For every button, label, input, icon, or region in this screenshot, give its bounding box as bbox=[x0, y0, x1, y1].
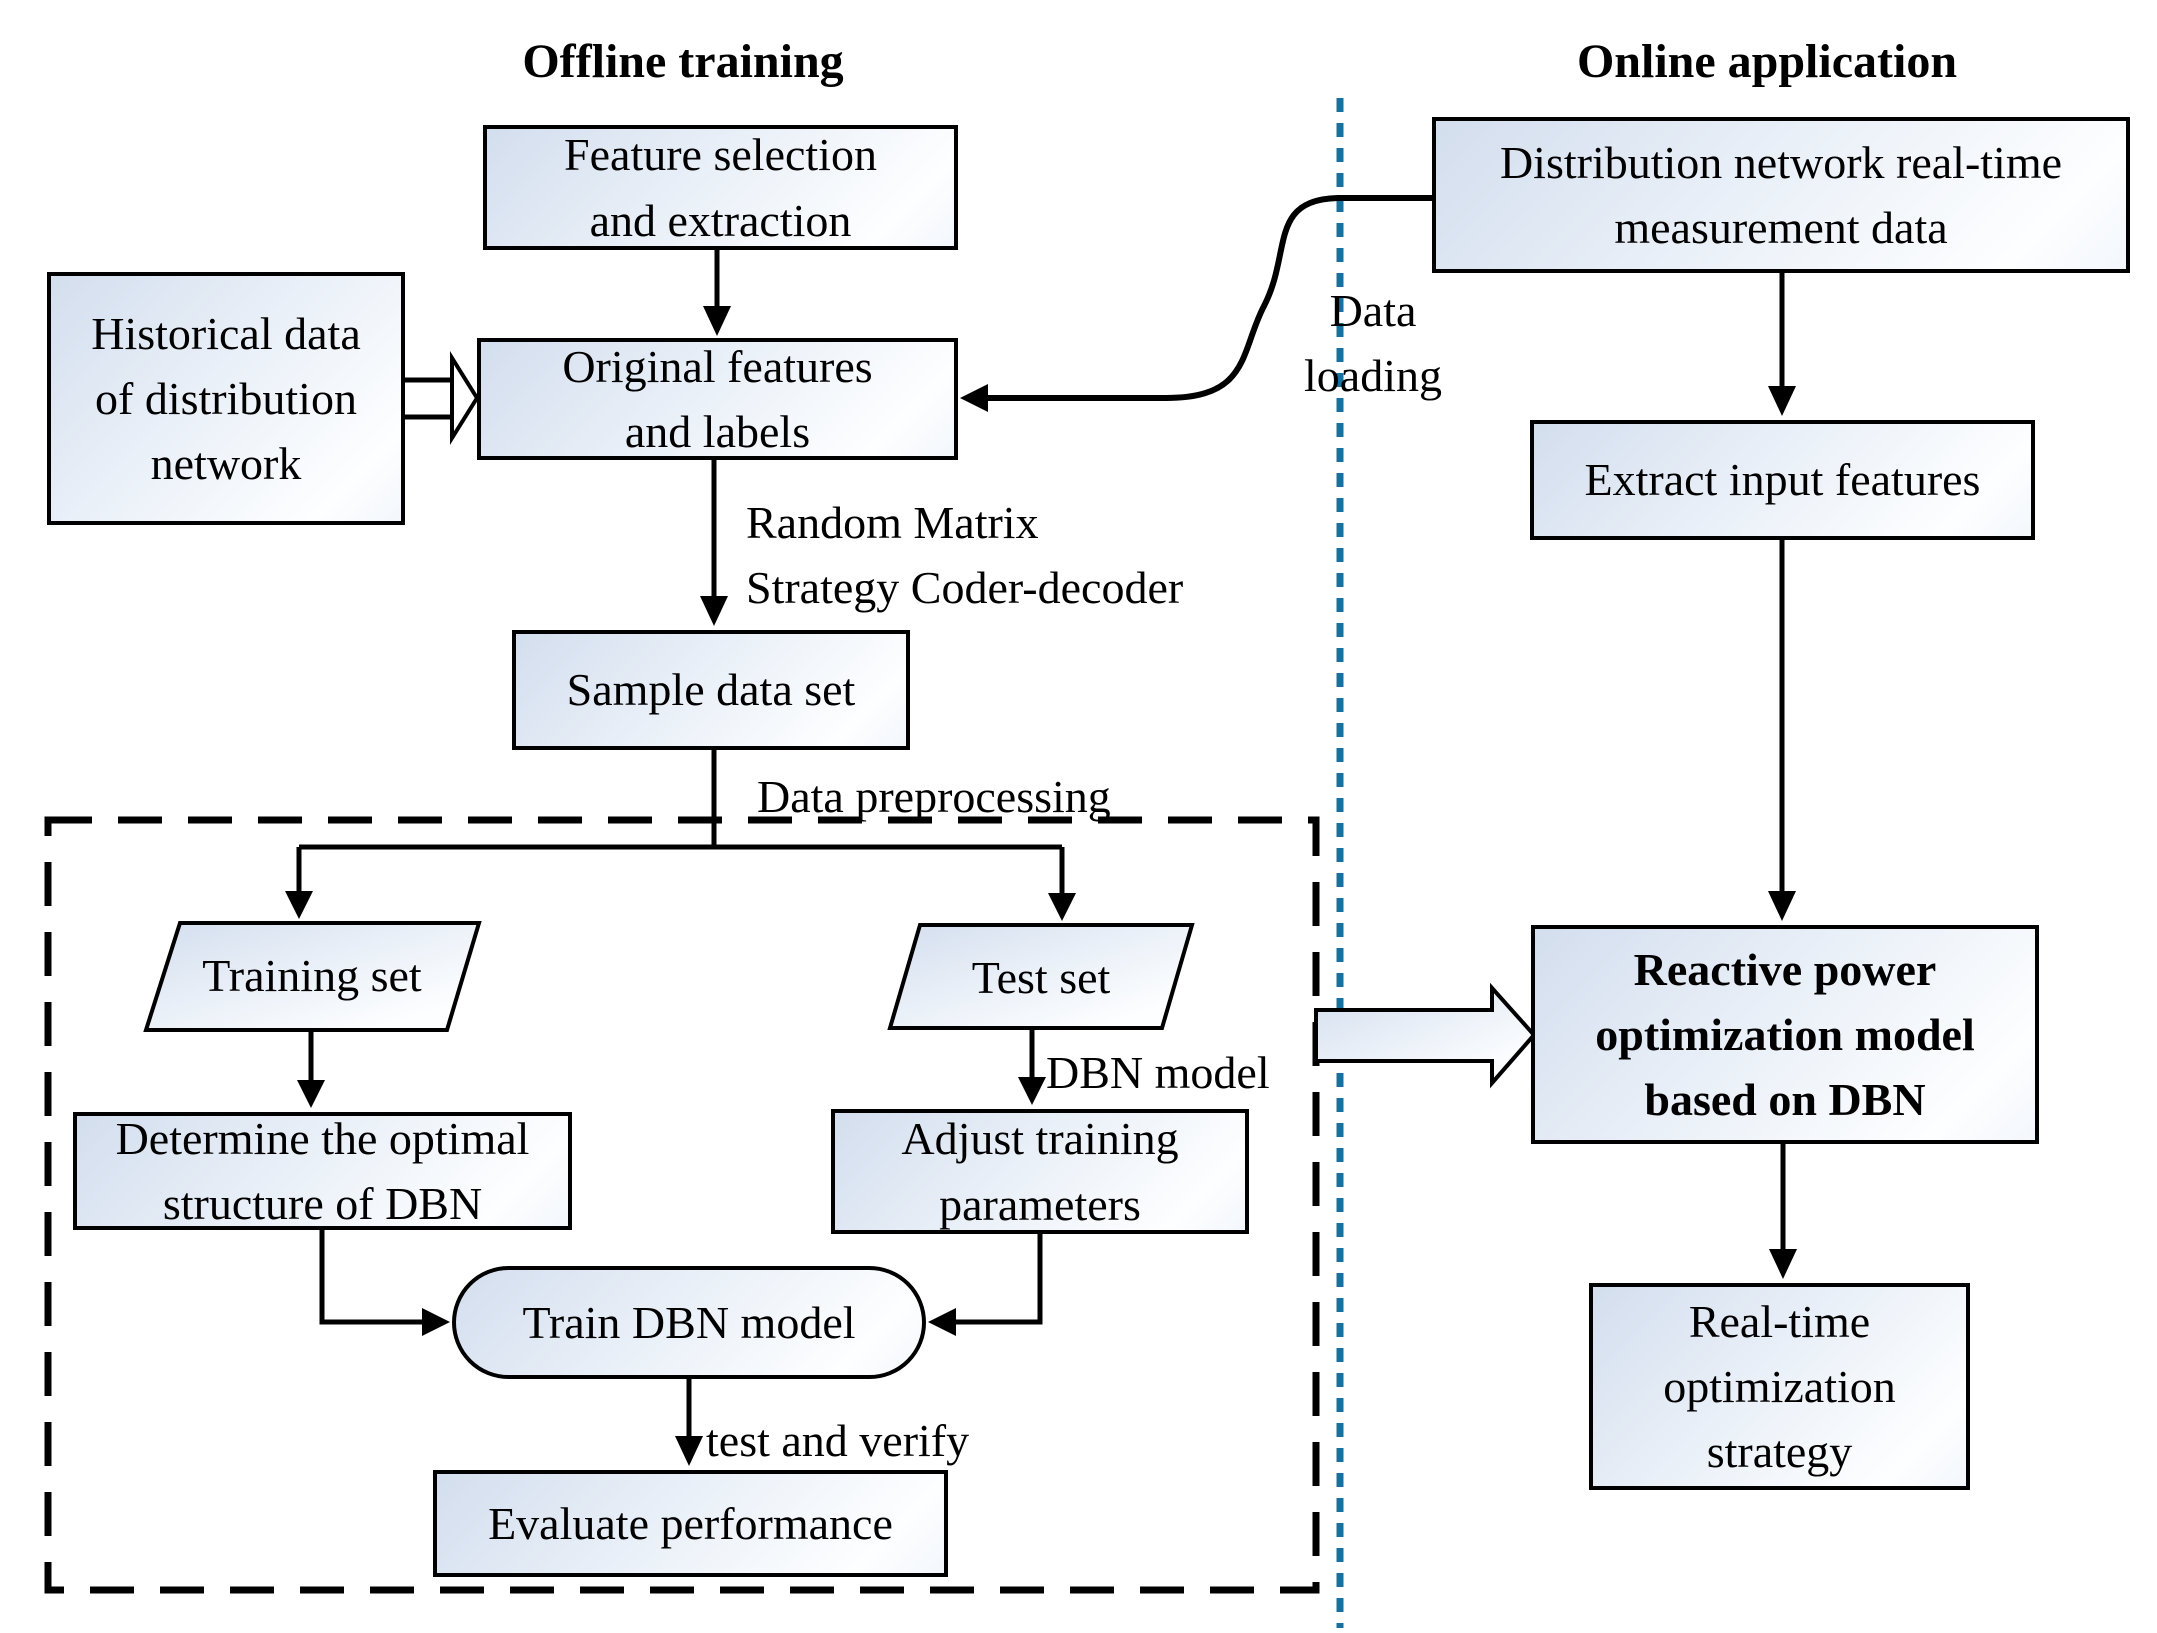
offline-training-title: Offline training bbox=[522, 35, 844, 88]
node-label-line: and labels bbox=[624, 406, 811, 457]
node-label-line: Reactive power bbox=[1633, 943, 1937, 995]
arrow-training-to-determine bbox=[297, 1030, 325, 1108]
node-label-line: parameters bbox=[939, 1178, 1141, 1230]
node-determine-structure: Determine the optimal structure of DBN bbox=[73, 1112, 572, 1230]
node-label-line: Sample data set bbox=[566, 664, 856, 716]
offline-to-online-block-arrow bbox=[1314, 982, 1537, 1089]
node-label-line: Original features bbox=[562, 340, 873, 392]
arrow-data-loading bbox=[960, 195, 1432, 412]
edge-label-data-preprocessing: Data preprocessing bbox=[757, 771, 1111, 822]
arrow-sample-to-sets bbox=[285, 750, 1076, 921]
online-application-title: Online application bbox=[1576, 35, 1958, 88]
node-label-line: Evaluate performance bbox=[488, 1497, 893, 1549]
edge-label-test-and-verify: test and verify bbox=[706, 1415, 970, 1466]
test-set-parallelogram bbox=[887, 923, 1195, 1030]
arrow-feature-to-original bbox=[703, 250, 731, 336]
arrow-reactive-to-realtime bbox=[1769, 1144, 1797, 1279]
arrow-test-to-adjust bbox=[1018, 1028, 1046, 1105]
node-label-line: Extract input features bbox=[1584, 454, 1981, 506]
node-label-line: Train DBN model bbox=[522, 1296, 856, 1348]
node-label-line: structure of DBN bbox=[162, 1178, 483, 1229]
node-label-line: and extraction bbox=[589, 194, 852, 246]
node-label-line: Feature selection bbox=[564, 129, 877, 181]
node-label-line: optimization model bbox=[1595, 1008, 1975, 1060]
node-train-dbn-model: Train DBN model bbox=[452, 1266, 926, 1379]
node-label-line: network bbox=[150, 438, 302, 490]
node-feature-selection: Feature selection and extraction bbox=[483, 125, 958, 250]
node-label-line: Real-time bbox=[1688, 1295, 1871, 1347]
node-label-line: Historical data bbox=[91, 307, 361, 359]
node-evaluate-performance: Evaluate performance bbox=[433, 1470, 948, 1577]
arrow-determine-to-train bbox=[319, 1230, 450, 1336]
node-original-features: Original features and labels bbox=[477, 338, 958, 460]
node-sample-data-set: Sample data set bbox=[512, 630, 910, 750]
node-test-set-label: Test set bbox=[971, 952, 1111, 1003]
offline-dashed-boundary bbox=[44, 816, 1320, 1594]
node-historical-data: Historical data of distribution network bbox=[47, 272, 405, 525]
node-reactive-power-model: Reactive power optimization model based … bbox=[1531, 925, 2039, 1144]
node-distribution-measurement: Distribution network real-time measureme… bbox=[1432, 117, 2130, 273]
node-label-line: Distribution network real-time bbox=[1499, 136, 2063, 188]
arrow-historical-to-original bbox=[405, 351, 480, 445]
arrow-extract-to-reactive bbox=[1768, 540, 1796, 921]
arrow-train-to-evaluate bbox=[675, 1379, 703, 1466]
arrow-adjust-to-train bbox=[928, 1234, 1043, 1336]
node-label-line: based on DBN bbox=[1644, 1074, 1926, 1126]
node-realtime-strategy: Real-time optimization strategy bbox=[1589, 1283, 1970, 1490]
node-adjust-parameters: Adjust training parameters bbox=[831, 1109, 1249, 1234]
edge-label-random-matrix: Random Matrix Strategy Coder-decoder bbox=[746, 497, 1184, 614]
node-label-line: strategy bbox=[1706, 1426, 1853, 1478]
edge-label-dbn-model: DBN model bbox=[1046, 1047, 1270, 1098]
arrow-distribution-to-extract bbox=[1768, 273, 1796, 416]
node-label-line: of distribution bbox=[95, 372, 357, 424]
node-extract-input-features: Extract input features bbox=[1530, 420, 2035, 540]
node-label-line: Adjust training bbox=[901, 1113, 1179, 1165]
edge-label-data-loading: Data loading bbox=[1304, 285, 1442, 402]
node-label-line: measurement data bbox=[1614, 202, 1948, 253]
node-label-line: optimization bbox=[1663, 1360, 1896, 1412]
node-label-line: Determine the optimal bbox=[115, 1112, 530, 1164]
training-set-parallelogram bbox=[143, 921, 482, 1032]
node-training-set-label: Training set bbox=[202, 950, 422, 1001]
arrow-original-to-sample bbox=[700, 460, 728, 626]
